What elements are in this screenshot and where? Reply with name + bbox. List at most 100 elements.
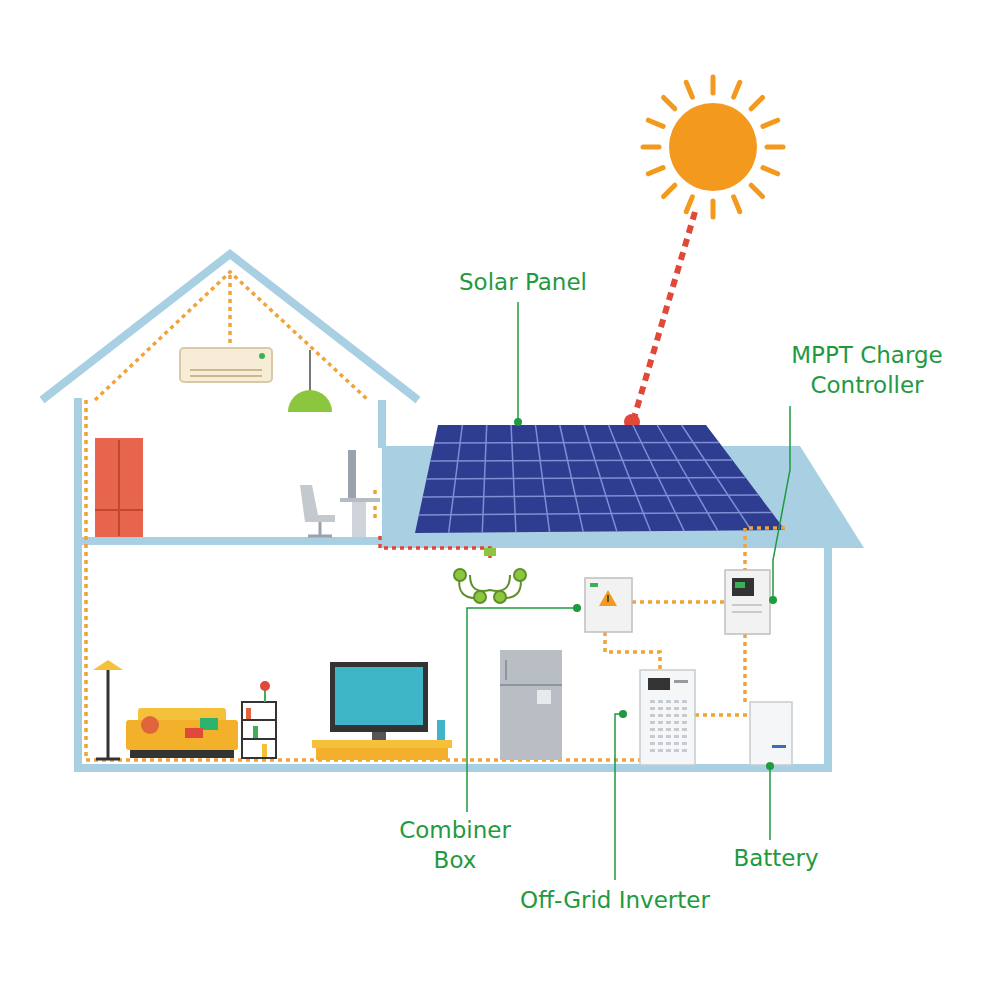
vent (658, 728, 663, 731)
vent (650, 700, 655, 703)
upper-floor (82, 404, 378, 537)
pendant-lamp (288, 350, 332, 412)
vent (658, 700, 663, 703)
sun-ray-stroke (751, 185, 762, 196)
floor-lamp (93, 660, 123, 759)
bookshelf (242, 681, 276, 758)
sun-ray-stroke (664, 98, 675, 109)
battery-unit (750, 702, 792, 765)
vent (666, 742, 671, 745)
vent (666, 707, 671, 710)
sun-ray-stroke (734, 197, 740, 212)
solar-panel (415, 425, 785, 533)
cell-line (657, 425, 717, 531)
vent (674, 707, 679, 710)
red-wire (380, 536, 490, 560)
vent (658, 721, 663, 724)
vent (658, 714, 663, 717)
solar-panel-label: Solar Panel (459, 267, 587, 297)
leader-dots (514, 418, 777, 770)
vent (666, 749, 671, 752)
charge-controller-label: MPPT Charge Controller (767, 340, 967, 400)
sun-ray-stroke (664, 185, 675, 196)
vent (666, 735, 671, 738)
sun-ray-stroke (711, 201, 716, 217)
vent (666, 714, 671, 717)
sun-ray-stroke (734, 82, 740, 97)
combiner-box (585, 578, 632, 632)
vent (658, 749, 663, 752)
vent (682, 721, 687, 724)
cell-line (419, 513, 772, 516)
cell-line (511, 425, 516, 532)
cell-line (633, 425, 684, 531)
chandelier (454, 548, 526, 603)
cell-line (427, 478, 746, 480)
refrigerator (500, 650, 562, 760)
vent (682, 707, 687, 710)
cell-line (609, 425, 651, 531)
sun-ray-stroke (686, 197, 692, 212)
vent (650, 728, 655, 731)
vent (658, 742, 663, 745)
cell-line (430, 460, 732, 461)
sun-ray-stroke (643, 145, 659, 150)
cell-line (423, 495, 759, 497)
sun-ray-stroke (686, 82, 692, 97)
cell-line (449, 425, 463, 533)
vent (682, 742, 687, 745)
vent (682, 735, 687, 738)
wardrobe (95, 438, 143, 537)
vent (674, 735, 679, 738)
sun-ray-stroke (711, 77, 716, 93)
vent (666, 721, 671, 724)
vent (658, 735, 663, 738)
sun-ray-stroke (763, 120, 778, 126)
cell-line (434, 442, 719, 444)
vent (650, 707, 655, 710)
vent (666, 700, 671, 703)
attic (88, 268, 372, 398)
air-conditioner (180, 348, 272, 382)
vent (650, 742, 655, 745)
cell-line (482, 425, 486, 532)
sun-ray-stroke (648, 168, 663, 174)
vent (682, 714, 687, 717)
combiner-box-label: Combiner Box (385, 815, 525, 875)
vent (650, 749, 655, 752)
battery-label: Battery (733, 843, 818, 873)
sun-ray-stroke (648, 120, 663, 126)
cell-line (584, 425, 617, 531)
inverter-label: Off-Grid Inverter (520, 885, 710, 915)
vent (674, 700, 679, 703)
vent (674, 742, 679, 745)
vent (650, 714, 655, 717)
vent (674, 714, 679, 717)
vent (674, 749, 679, 752)
vent (674, 728, 679, 731)
sofa (126, 708, 238, 758)
vent (682, 749, 687, 752)
leader-lines (467, 302, 790, 880)
television (312, 662, 452, 760)
inverter (640, 670, 695, 765)
vent (658, 707, 663, 710)
sun-ray-stroke (767, 145, 783, 150)
cell-line (560, 425, 583, 532)
wiring (86, 272, 785, 765)
vent (682, 728, 687, 731)
sun (643, 77, 783, 217)
house-outline (42, 254, 832, 770)
cell-line (535, 425, 549, 532)
sun-ray-stroke (763, 168, 778, 174)
cell-line (682, 425, 752, 530)
vent (674, 721, 679, 724)
vent (666, 728, 671, 731)
sun-ray (634, 212, 695, 418)
ground-floor (82, 548, 824, 764)
sun-ray-stroke (751, 98, 762, 109)
charge-controller (725, 570, 770, 634)
vent (682, 700, 687, 703)
